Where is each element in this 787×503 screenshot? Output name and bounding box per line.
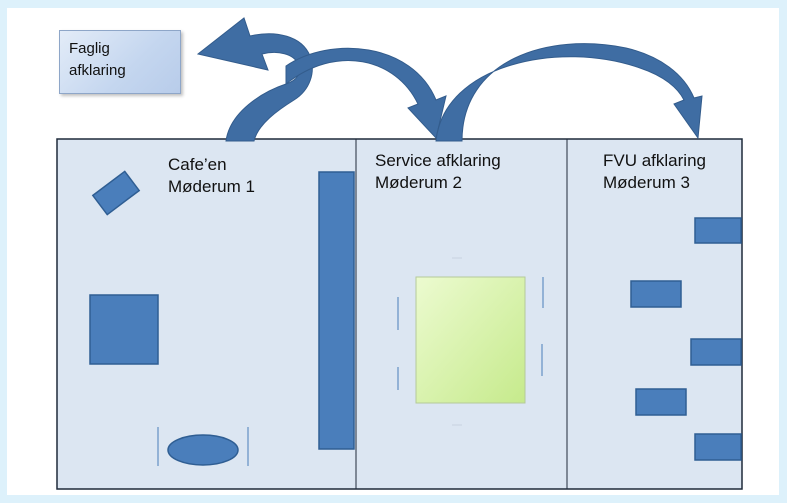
desk bbox=[694, 433, 742, 461]
desk bbox=[635, 388, 687, 416]
desk bbox=[690, 338, 742, 366]
oval-table bbox=[167, 434, 239, 466]
callout-box: Faglig afklaring bbox=[59, 30, 181, 94]
callout-line1: Faglig bbox=[69, 40, 110, 57]
floor-outline bbox=[56, 138, 743, 490]
desk bbox=[694, 217, 742, 244]
square-table bbox=[89, 294, 159, 365]
room3-subtitle: Møderum 3 bbox=[603, 173, 690, 192]
arrow-to-room3 bbox=[435, 43, 703, 142]
arrow-to-room2 bbox=[285, 47, 447, 140]
callout-line2: afklaring bbox=[69, 62, 126, 79]
desk bbox=[630, 280, 682, 308]
arrow-to-callout bbox=[196, 17, 313, 142]
room3-title: FVU afklaring bbox=[603, 151, 706, 170]
room1-title: Cafe’en bbox=[168, 155, 227, 174]
room2-title: Service afklaring bbox=[375, 151, 501, 170]
long-counter bbox=[318, 171, 355, 450]
tilted-table bbox=[91, 170, 141, 216]
room2-subtitle: Møderum 2 bbox=[375, 173, 462, 192]
meeting-table bbox=[415, 276, 526, 404]
room1-subtitle: Møderum 1 bbox=[168, 177, 255, 196]
